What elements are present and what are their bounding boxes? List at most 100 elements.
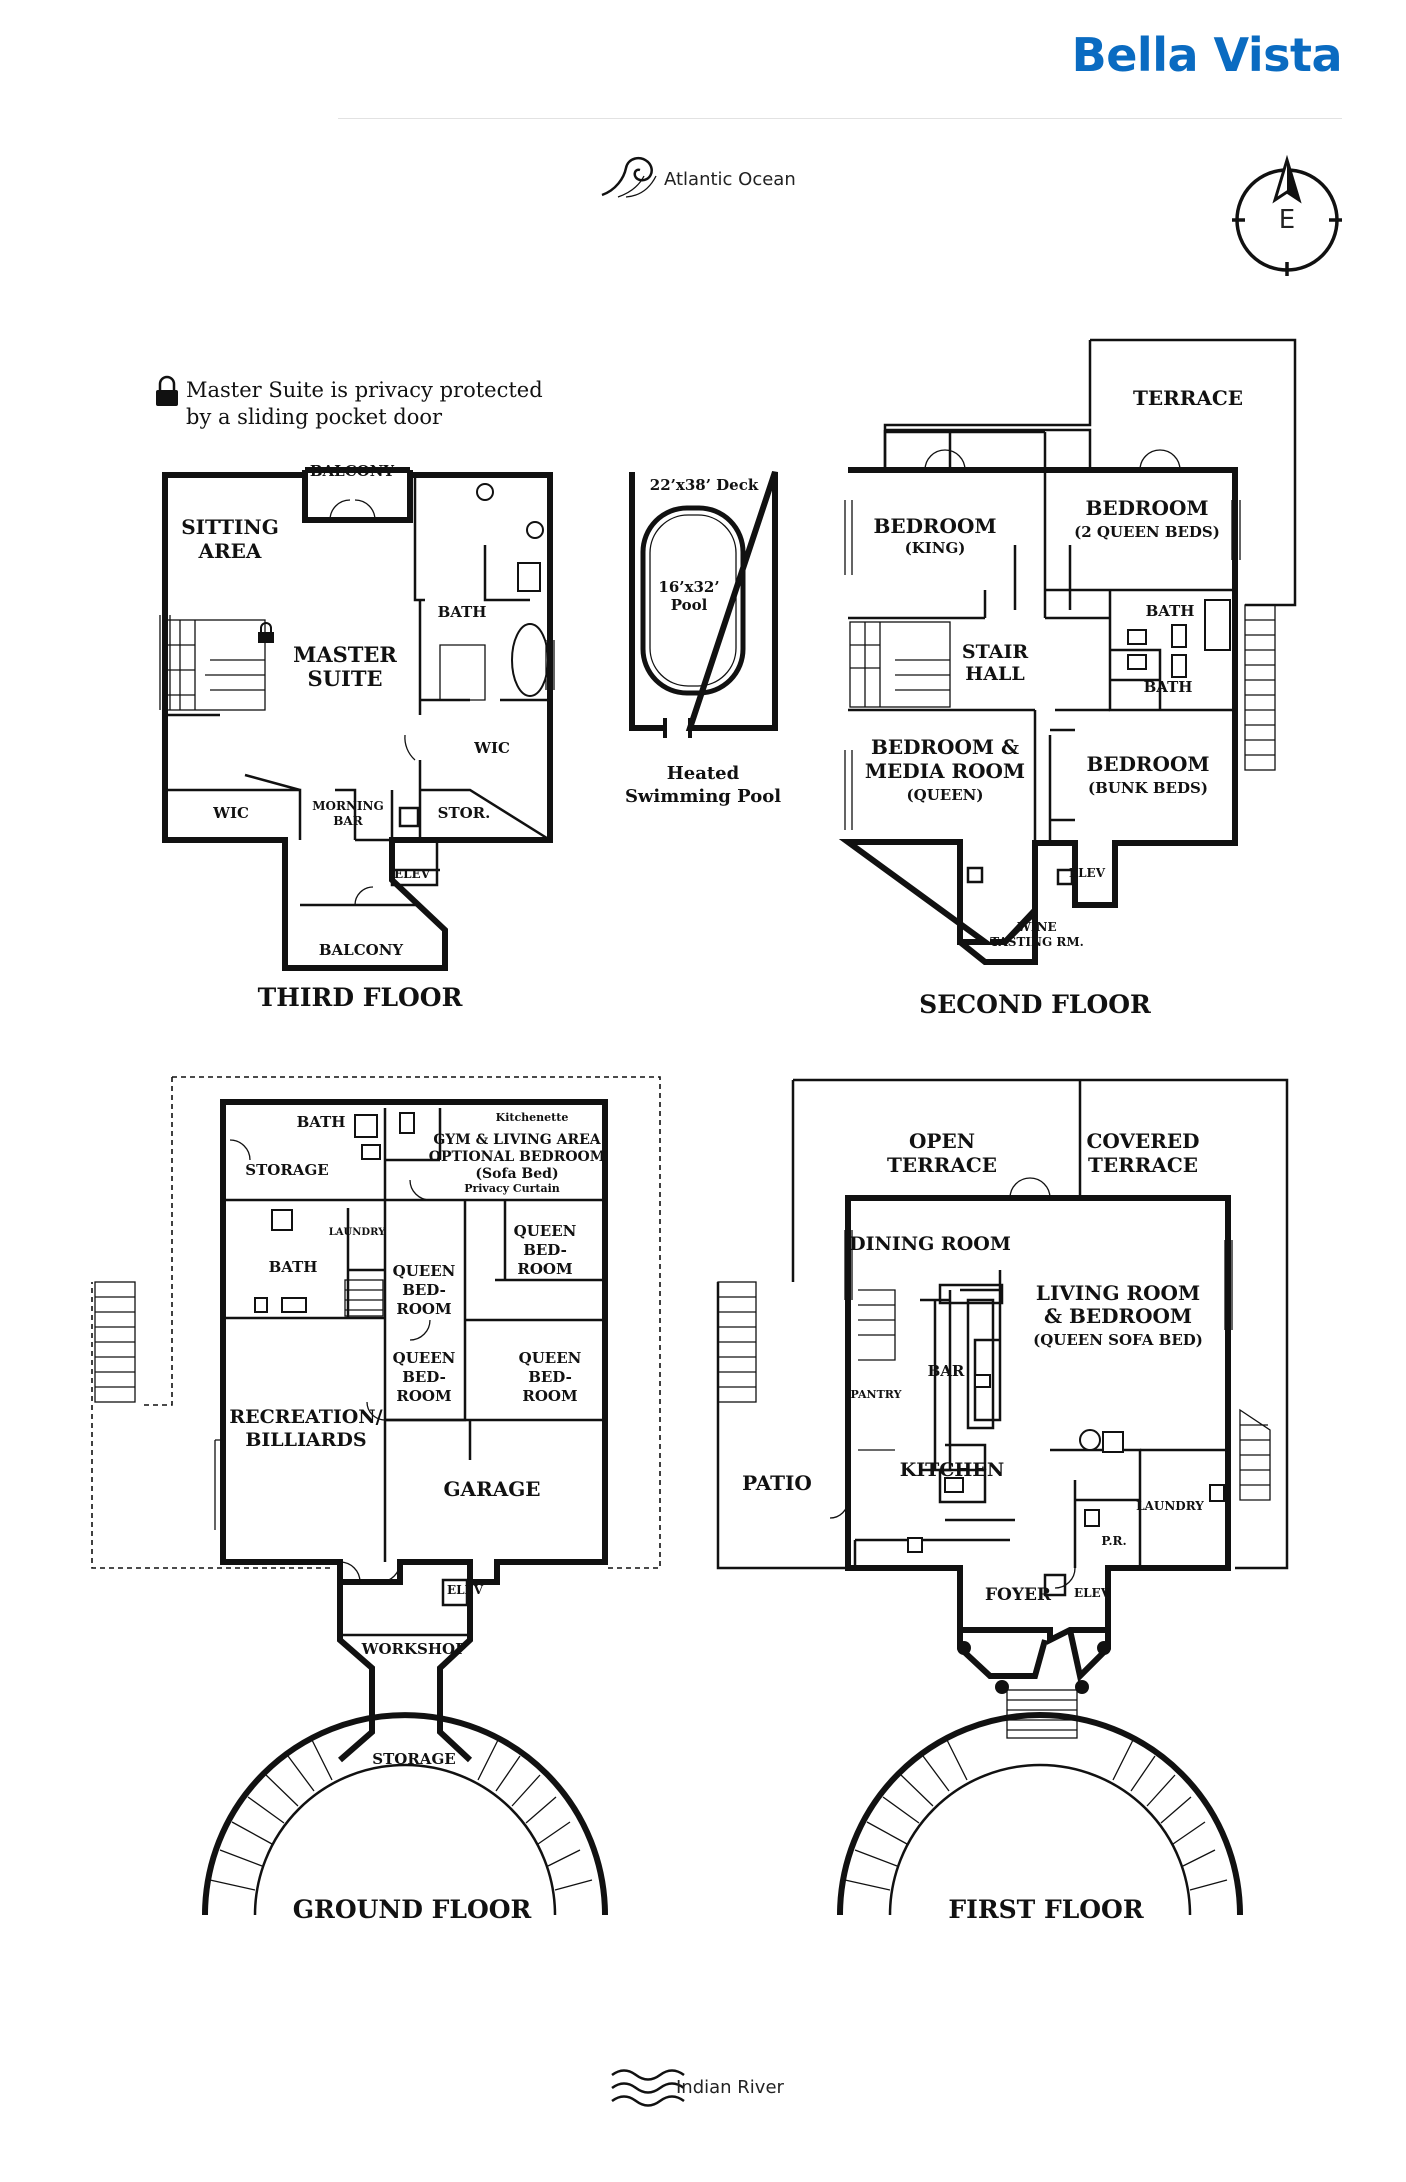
sf-bath-2: BATH <box>1144 678 1193 696</box>
gf-queen-a-2: BED- <box>402 1281 446 1299</box>
sf-bed-queens-2: (2 QUEEN BEDS) <box>1074 523 1220 541</box>
tf-stor: STOR. <box>438 804 491 822</box>
ff-living-1: LIVING ROOM <box>1036 1281 1200 1305</box>
ground-floor-plan <box>91 1076 661 1916</box>
sf-bed-queens-1: BEDROOM <box>1085 496 1208 520</box>
sf-bed-king-1: BEDROOM <box>873 514 996 538</box>
gf-queen-c-3: ROOM <box>396 1387 451 1405</box>
indian-river-label: Indian River <box>676 2077 785 2098</box>
lock-icon <box>156 375 178 406</box>
gf-queen-d-2: BED- <box>528 1368 572 1386</box>
gf-garage: GARAGE <box>443 1477 540 1501</box>
tf-morning-2: BAR <box>333 814 363 828</box>
sf-bed-king-2: (KING) <box>905 539 966 557</box>
gf-laundry: LAUNDRY <box>329 1227 386 1238</box>
gf-gym-3: (Sofa Bed) <box>475 1166 558 1182</box>
sf-media-2: MEDIA ROOM <box>865 759 1025 783</box>
tf-elev: ELEV <box>394 867 431 881</box>
brand-title: Bella Vista <box>1071 28 1343 82</box>
gf-queen-c-1: QUEEN <box>393 1349 456 1367</box>
pool-size-1: 16’x32’ <box>658 578 719 596</box>
tf-wic-left: WIC <box>212 804 249 822</box>
gf-queen-a-1: QUEEN <box>393 1262 456 1280</box>
first-floor-plan <box>716 1078 1289 1916</box>
water-waves-icon <box>611 2069 685 2107</box>
gf-rec-2: BILLIARDS <box>245 1429 366 1451</box>
pool-deck-label: 22’x38’ Deck <box>650 476 759 494</box>
privacy-note-line2: by a sliding pocket door <box>186 405 443 429</box>
ff-pantry: PANTRY <box>851 1388 902 1401</box>
gf-bath-top: BATH <box>297 1113 346 1131</box>
gf-queen-b-3: ROOM <box>517 1260 572 1278</box>
gf-queen-b-1: QUEEN <box>514 1222 577 1240</box>
second-floor-title: SECOND FLOOR <box>919 990 1151 1019</box>
ff-covered-1: COVERED <box>1087 1129 1200 1153</box>
ff-living-3: (QUEEN SOFA BED) <box>1033 1331 1203 1349</box>
gf-bath-mid: BATH <box>269 1258 318 1276</box>
lock-icon <box>258 622 274 643</box>
ff-laundry: LAUNDRY <box>1136 1499 1204 1513</box>
gf-queen-b-2: BED- <box>523 1241 567 1259</box>
gf-privacy-curtain: Privacy Curtain <box>464 1182 560 1195</box>
gf-storage-bottom: STORAGE <box>372 1750 455 1768</box>
tf-master-1: MASTER <box>293 642 397 667</box>
second-floor-plan <box>838 338 1297 965</box>
tf-balcony-top: BALCONY <box>310 462 395 480</box>
privacy-note-line1: Master Suite is privacy protected <box>186 378 543 402</box>
gf-gym-1: GYM & LIVING AREA <box>433 1132 601 1148</box>
compass-heading: E <box>1279 205 1295 235</box>
ff-patio: PATIO <box>742 1471 812 1495</box>
ff-dining: DINING ROOM <box>849 1233 1011 1255</box>
tf-balcony-bottom: BALCONY <box>319 941 404 959</box>
wave-swirl-icon <box>601 156 657 198</box>
gf-gym-2: OPTIONAL BEDROOM <box>429 1149 605 1165</box>
sf-wine-1: WINE <box>1016 920 1056 934</box>
ff-elev: ELEV <box>1074 1586 1111 1600</box>
tf-sitting-1: SITTING <box>181 515 279 539</box>
ff-covered-2: TERRACE <box>1088 1153 1198 1177</box>
tf-master-2: SUITE <box>308 666 383 691</box>
gf-elev: ELEV <box>447 1583 484 1597</box>
sf-media-3: (QUEEN) <box>907 786 984 804</box>
atlantic-ocean-label: Atlantic Ocean <box>664 169 796 190</box>
ff-pr: P.R. <box>1101 1534 1126 1548</box>
ff-foyer: FOYER <box>985 1585 1052 1605</box>
sf-bunk-1: BEDROOM <box>1086 752 1209 776</box>
pool-deck <box>629 471 778 738</box>
compass-icon: E <box>1232 154 1342 276</box>
pool-size-2: Pool <box>671 596 708 614</box>
gf-rec-1: RECREATION/ <box>229 1406 382 1428</box>
third-floor-title: THIRD FLOOR <box>258 983 463 1012</box>
ground-floor-title: GROUND FLOOR <box>293 1895 532 1924</box>
pool-caption-2: Swimming Pool <box>625 786 781 807</box>
sf-stair-1: STAIR <box>962 641 1028 663</box>
ff-open-1: OPEN <box>909 1129 975 1153</box>
first-floor-title: FIRST FLOOR <box>948 1895 1143 1924</box>
tf-sitting-2: AREA <box>198 539 262 563</box>
gf-queen-d-3: ROOM <box>522 1387 577 1405</box>
gf-queen-d-1: QUEEN <box>519 1349 582 1367</box>
sf-terrace: TERRACE <box>1133 386 1243 410</box>
tf-morning-1: MORNING <box>312 799 384 813</box>
pool-caption-1: Heated <box>667 763 740 784</box>
ff-living-2: & BEDROOM <box>1044 1304 1192 1328</box>
sf-wine-2: TASTING RM. <box>990 935 1084 949</box>
gf-queen-c-2: BED- <box>402 1368 446 1386</box>
gf-queen-a-3: ROOM <box>396 1300 451 1318</box>
sf-elev: ELEV <box>1069 866 1106 880</box>
tf-bath: BATH <box>438 603 487 621</box>
sf-stair-2: HALL <box>965 663 1024 685</box>
gf-storage-top: STORAGE <box>245 1161 328 1179</box>
ff-open-2: TERRACE <box>887 1153 997 1177</box>
header-divider <box>338 118 1342 119</box>
gf-workshop: WORKSHOP <box>361 1640 467 1658</box>
ff-bar: BAR <box>928 1362 965 1380</box>
tf-wic-right: WIC <box>473 739 510 757</box>
third-floor-plan <box>159 467 555 971</box>
ff-kitchen: KITCHEN <box>900 1459 1004 1481</box>
sf-media-1: BEDROOM & <box>871 735 1019 759</box>
sf-bunk-2: (BUNK BEDS) <box>1088 779 1208 797</box>
sf-bath-1: BATH <box>1146 602 1195 620</box>
gf-kitchenette: Kitchenette <box>496 1111 569 1124</box>
